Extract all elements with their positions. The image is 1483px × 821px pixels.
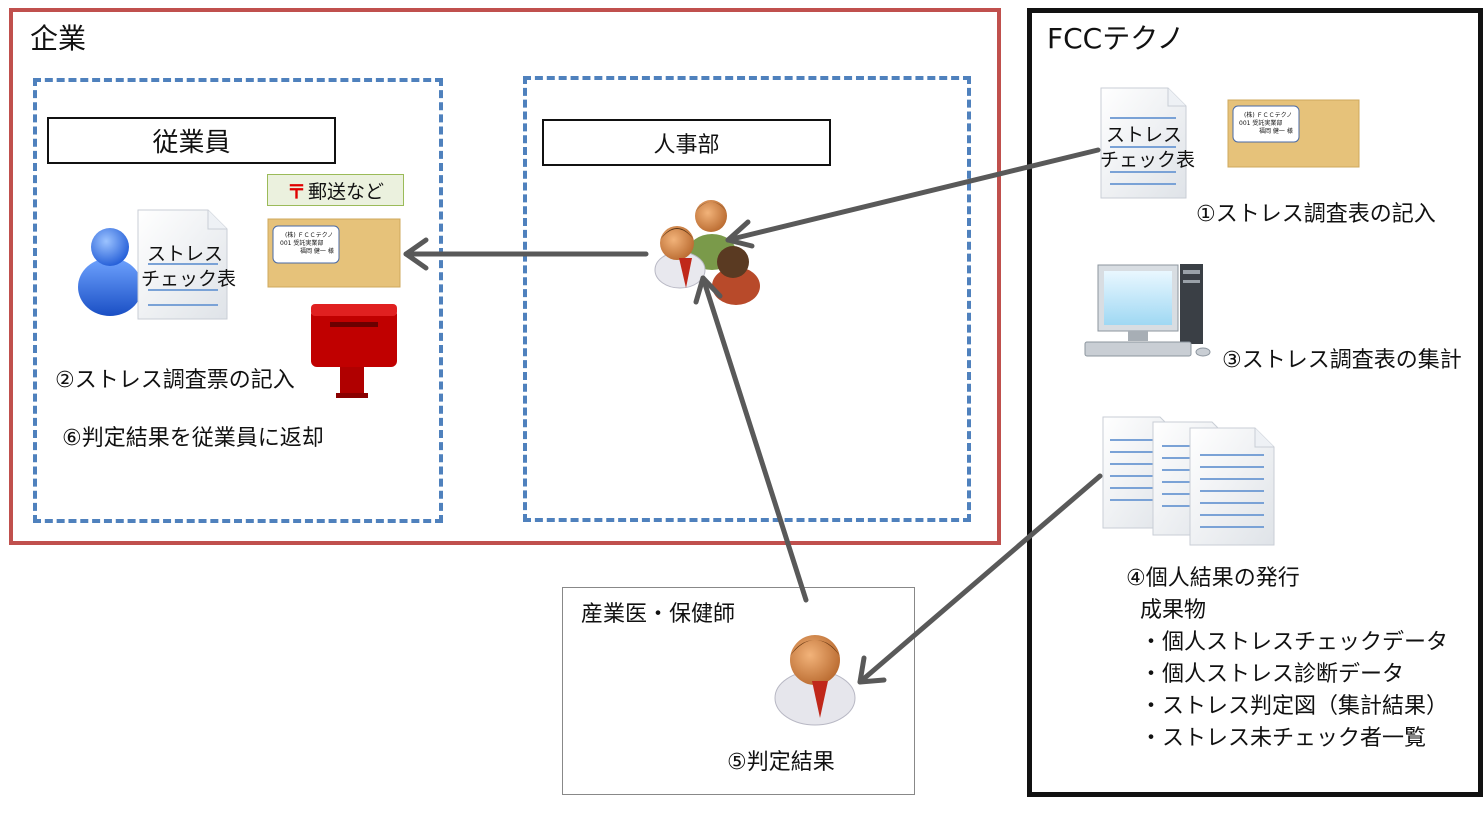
- doctor-frame: [562, 587, 915, 795]
- step1-label: ①ストレス調査表の記入: [1196, 202, 1436, 227]
- deliverable-item: ・個人ストレスチェックデータ: [1140, 630, 1449, 655]
- arrow-doctor-to-hr: [693, 275, 809, 603]
- arrow-fcc-to-hr: [725, 147, 1101, 249]
- hr-dashed-area: [523, 76, 971, 522]
- fcc-sheet-line2: チェック表: [1100, 149, 1196, 171]
- fcc-sheet-line1: ストレス: [1106, 124, 1183, 146]
- doctor-label: 産業医・保健師: [581, 602, 736, 627]
- computer-icon: [1084, 264, 1211, 357]
- employee-dashed-area: [33, 78, 443, 523]
- deliverable-item: ・ストレス判定図（集計結果）: [1140, 694, 1449, 719]
- deliverable-item: ・個人ストレス診断データ: [1140, 662, 1405, 687]
- hr-label-text: 人事部: [653, 132, 720, 158]
- step2-label: ②ストレス調査票の記入: [55, 368, 295, 393]
- employee-label-text: 従業員: [152, 128, 231, 158]
- company-title: 企業: [30, 22, 87, 55]
- step3-label: ③ストレス調査表の集計: [1222, 348, 1462, 373]
- employee-sheet-line1: ストレス: [147, 243, 224, 265]
- fcc-envelope-line2: 001 受託実業部: [1239, 120, 1283, 127]
- postal-mark-icon: 〒: [286, 180, 306, 203]
- fcc-envelope-line3: 福岡 健一 様: [1259, 128, 1293, 135]
- arrow-fcc-to-doctor: [857, 473, 1103, 685]
- deliverable-item: ・ストレス未チェック者一覧: [1140, 726, 1427, 751]
- fcc-frame: [1027, 8, 1483, 797]
- fcc-check-sheet-icon: [1100, 87, 1187, 199]
- employee-envelope-line2: 001 受託実業部: [280, 240, 324, 247]
- fcc-envelope-icon: [1227, 99, 1360, 168]
- employee-envelope-icon: [267, 218, 401, 288]
- company-frame: [9, 8, 1001, 545]
- documents-stack-icon: [1102, 416, 1275, 546]
- employee-envelope-line1: (株) ＦＣＣテクノ: [285, 232, 334, 239]
- arrow-hr-to-employee: [403, 237, 649, 271]
- post-box-icon: [311, 304, 397, 398]
- step5-label: ⑤判定結果: [727, 750, 835, 775]
- step6-label: ⑥判定結果を従業員に返却: [62, 426, 324, 451]
- fcc-envelope-line1: (株) ＦＣＣテクノ: [1244, 112, 1293, 119]
- hr-group-icon: [654, 200, 760, 305]
- hr-label: 人事部: [542, 119, 831, 166]
- employee-label: 従業員: [47, 117, 336, 164]
- doctor-icon: [774, 635, 856, 726]
- employee-person-icon: [78, 228, 142, 316]
- employee-envelope-line3: 福岡 健一 様: [300, 248, 334, 255]
- deliverables-title: 成果物: [1140, 598, 1207, 623]
- mail-tag-text: 郵送など: [308, 180, 385, 203]
- employee-check-sheet-icon: [137, 209, 228, 320]
- fcc-title: FCCテクノ: [1047, 22, 1185, 55]
- step4-label: ④個人結果の発行: [1126, 566, 1300, 591]
- employee-sheet-line2: チェック表: [141, 268, 237, 290]
- mail-tag: 〒 郵送など: [267, 174, 404, 206]
